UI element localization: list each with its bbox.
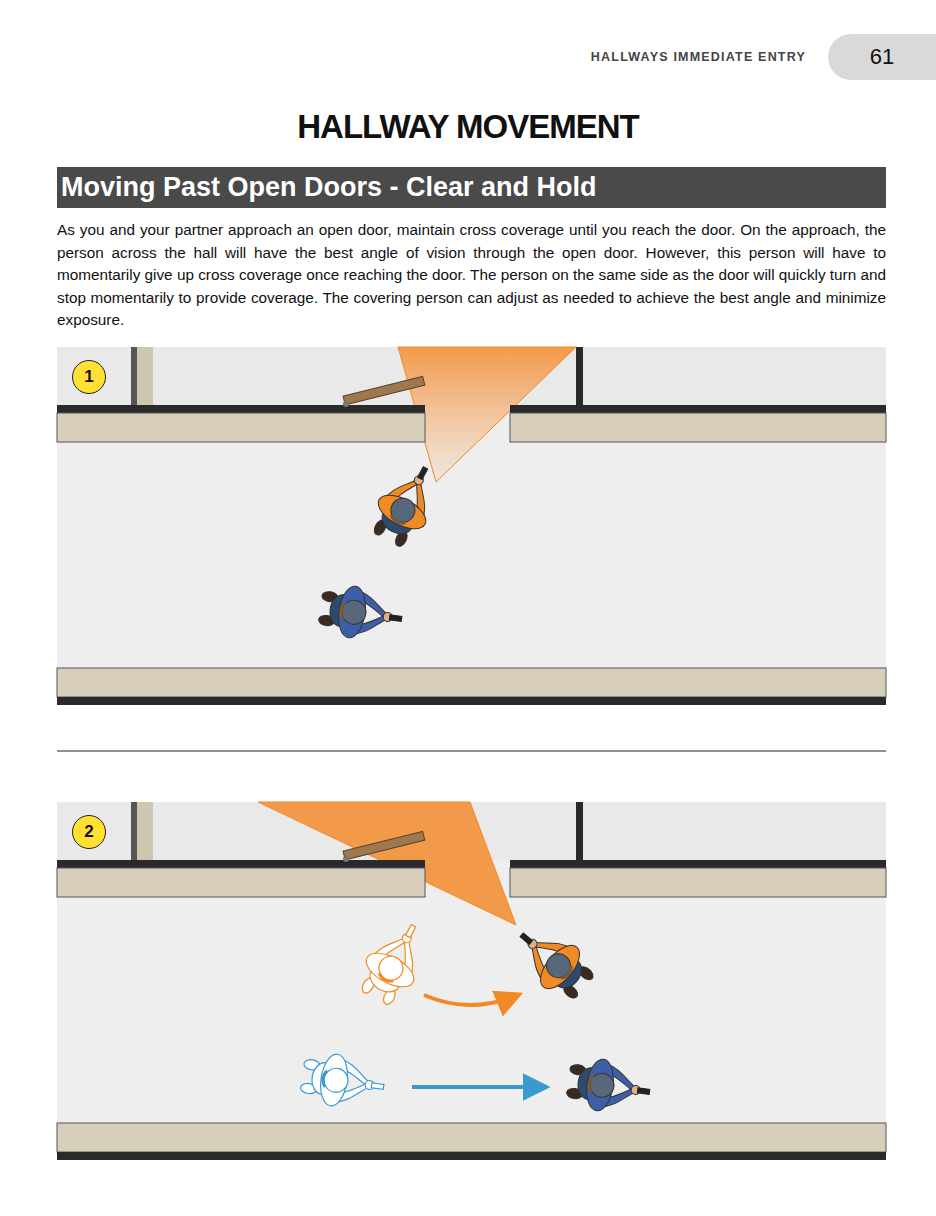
move-arrow <box>424 995 518 1005</box>
door-hinge <box>343 856 349 862</box>
page-number: 61 <box>870 44 894 70</box>
wall <box>510 405 886 413</box>
section-heading: Moving Past Open Doors - Clear and Hold <box>61 172 597 203</box>
door-hinge <box>343 401 349 407</box>
callout-label: 2 <box>84 822 93 842</box>
ghost-officer <box>299 1050 387 1113</box>
floor <box>57 347 886 705</box>
body-paragraph: As you and your partner approach an open… <box>57 219 886 332</box>
officer <box>364 456 448 553</box>
page-tab: 61 <box>828 34 936 80</box>
wall <box>57 868 425 897</box>
wall <box>57 1152 886 1160</box>
wall <box>57 405 425 413</box>
wall <box>131 802 137 860</box>
hallway-panel <box>57 347 886 705</box>
officer <box>505 915 601 1008</box>
officer <box>565 1055 653 1118</box>
wall <box>510 860 886 868</box>
wall <box>57 413 425 442</box>
wall <box>131 347 153 405</box>
wall <box>57 860 425 868</box>
running-header: HALLWAYS IMMEDIATE ENTRY <box>400 50 806 64</box>
callout-label: 1 <box>84 367 93 387</box>
wall <box>510 868 886 897</box>
wall <box>57 697 886 705</box>
hallway-panels <box>57 347 886 1160</box>
section-band: Moving Past Open Doors - Clear and Hold <box>57 167 886 208</box>
callout-number: 1 <box>72 360 106 394</box>
divider-line <box>57 751 886 752</box>
move-arrow <box>412 1085 545 1089</box>
page-title: HALLWAY MOVEMENT <box>0 108 936 146</box>
wall <box>510 413 886 442</box>
wall <box>131 347 137 405</box>
officer <box>317 582 405 645</box>
door <box>343 376 425 405</box>
wall <box>131 802 153 860</box>
wall <box>57 1123 886 1152</box>
callout-number: 2 <box>72 815 106 849</box>
wall <box>576 347 583 405</box>
hallway-panel <box>57 802 886 1160</box>
wall <box>57 668 886 697</box>
door <box>343 831 425 860</box>
floor <box>57 802 886 1160</box>
wall <box>576 802 583 860</box>
